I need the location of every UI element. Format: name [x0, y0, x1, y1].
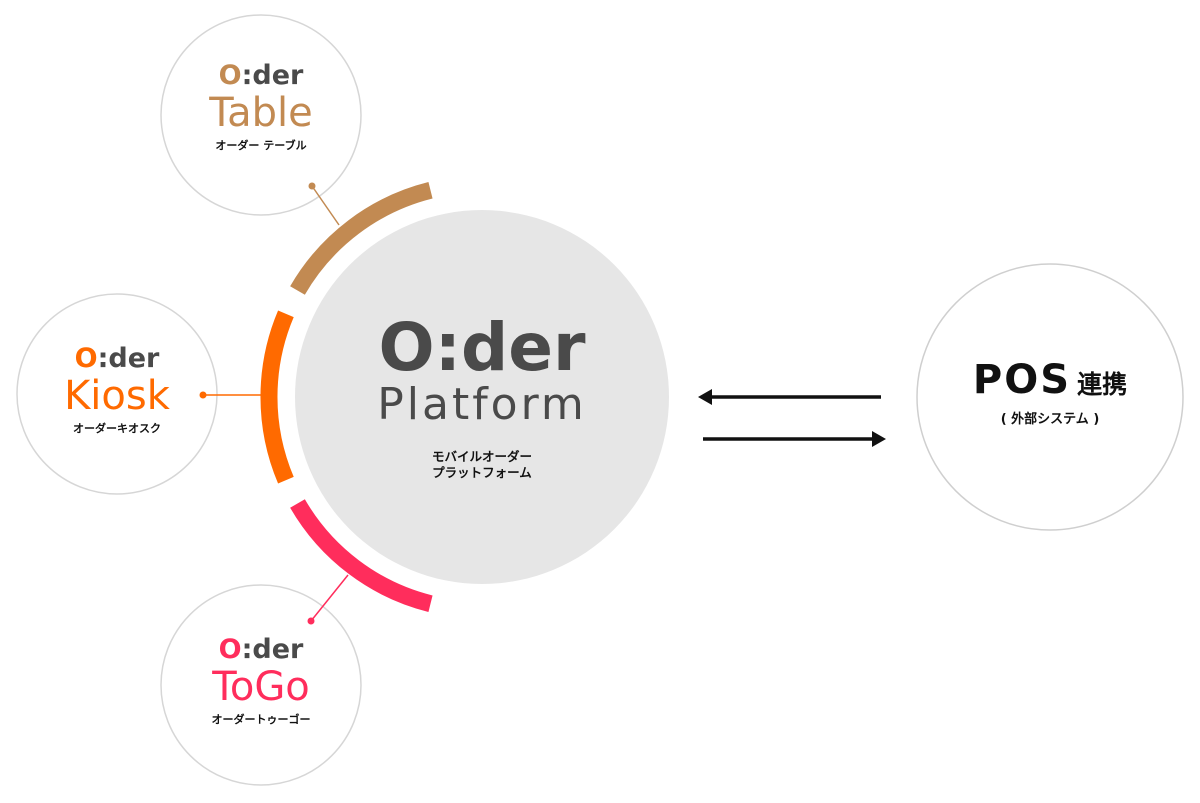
kiosk-connector-dot — [199, 391, 207, 399]
brand-suffix: :der — [434, 309, 586, 386]
platform-name: Platform — [377, 379, 587, 430]
kiosk-product-name: Kiosk — [64, 373, 170, 419]
table-jp-label: オーダー テーブル — [215, 139, 307, 152]
togo-product-circle — [160, 584, 362, 786]
table-product-label-group: O:der Table オーダー テーブル — [161, 62, 361, 153]
kiosk-brand-logo: O:der — [17, 345, 217, 372]
kiosk-product-label-group: O:der Kiosk オーダーキオスク — [17, 345, 217, 436]
kiosk-product-circle — [16, 293, 218, 495]
platform-jp-line1: モバイルオーダー — [431, 449, 532, 464]
table-connector-dot — [308, 182, 316, 190]
platform-circle — [295, 210, 669, 584]
arrow-right-head-icon — [872, 431, 886, 447]
kiosk-arc-segment — [260, 310, 294, 484]
brand-o-icon: O — [218, 634, 242, 665]
togo-product-label-group: O:der ToGo オーダートゥーゴー — [161, 636, 361, 727]
togo-connector-dot — [307, 617, 315, 625]
table-connector-line — [311, 185, 340, 226]
pos-title-latin: POS — [972, 357, 1072, 403]
arrow-left-head-icon — [698, 389, 712, 405]
togo-jp-label: オーダートゥーゴー — [211, 713, 311, 726]
table-brand-logo: O:der — [161, 62, 361, 89]
brand-suffix: :der — [241, 60, 304, 91]
arrow-to-platform — [698, 389, 881, 405]
togo-arc-segment — [290, 499, 433, 612]
togo-connector-line — [310, 574, 349, 622]
kiosk-jp-label: オーダーキオスク — [73, 422, 161, 435]
pos-circle — [916, 263, 1184, 531]
platform-label-group: O:der Platform モバイルオーダー プラットフォーム — [300, 315, 664, 480]
brand-o-icon: O — [74, 343, 98, 374]
table-product-name: Table — [209, 90, 313, 136]
togo-product-name: ToGo — [212, 664, 310, 710]
togo-brand-logo: O:der — [161, 636, 361, 663]
brand-suffix: :der — [241, 634, 304, 665]
brand-o-icon: O — [378, 309, 435, 386]
pos-title-jp: 連携 — [1077, 370, 1128, 399]
pos-subtitle: ( 外部システム ) — [1000, 412, 1100, 427]
arrow-to-pos — [703, 431, 886, 447]
table-arc-segment — [290, 182, 433, 295]
platform-brand-logo: O:der — [300, 315, 664, 381]
table-product-circle — [160, 14, 362, 216]
brand-o-icon: O — [218, 60, 242, 91]
brand-suffix: :der — [97, 343, 160, 374]
platform-jp-line2: プラットフォーム — [432, 464, 532, 480]
